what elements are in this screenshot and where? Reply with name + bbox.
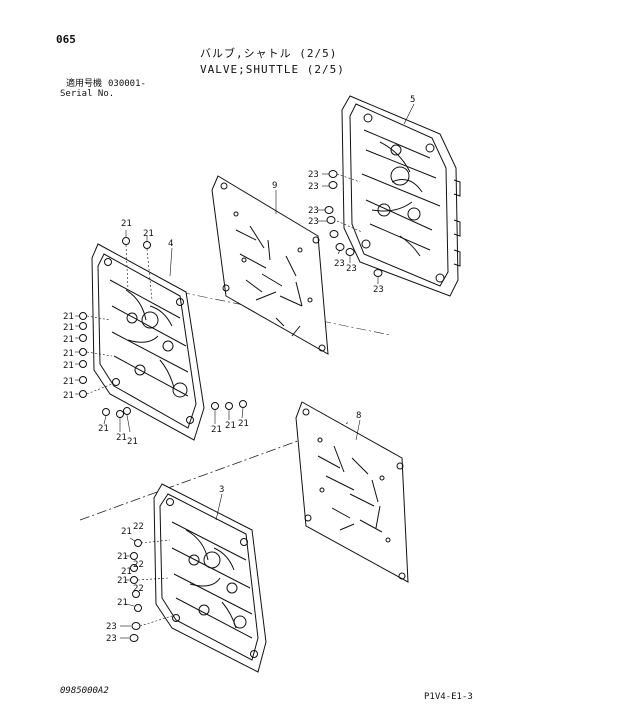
callout-21-side-f: 21 xyxy=(63,377,74,387)
callout-21-side-d: 21 xyxy=(63,349,74,359)
title-english: VALVE;SHUTTLE (2/5) xyxy=(200,63,345,76)
callout-22-lower-c: 22 xyxy=(133,584,144,594)
title-japanese: バルブ,シャトル (2/5) xyxy=(200,47,338,60)
sheet-code: P1V4-E1-3 xyxy=(424,692,473,702)
callout-part-9: 9 xyxy=(272,181,277,191)
part-21-leaders-middle xyxy=(75,230,244,433)
part-23-leaders-upper xyxy=(318,173,379,284)
callout-part-5: 5 xyxy=(410,95,415,105)
part-3-valve-body xyxy=(153,483,267,673)
callout-21-lower-a: 21 xyxy=(121,527,132,537)
callout-21-lower-c: 21 xyxy=(121,567,132,577)
callout-21-bottom-e: 21 xyxy=(225,421,236,431)
callout-21-top-b: 21 xyxy=(143,229,154,239)
callout-23-c: 23 xyxy=(308,206,319,216)
callout-23-f: 23 xyxy=(346,264,357,274)
callout-23-e: 23 xyxy=(334,259,345,269)
callout-21-bottom-f: 21 xyxy=(238,419,249,429)
page-number: 065 xyxy=(56,33,76,46)
applicable-serial: 030001- xyxy=(108,79,146,89)
part-4-valve-body xyxy=(91,243,205,441)
callout-23-b: 23 xyxy=(308,182,319,192)
callout-21-lower-d: 21 xyxy=(117,576,128,586)
part-leader-lines xyxy=(169,103,415,521)
callout-21-bottom-b: 21 xyxy=(116,433,127,443)
callout-21-side-g: 21 xyxy=(63,391,74,401)
callout-part-8: 8 xyxy=(356,411,361,421)
callout-21-side-a: 21 xyxy=(63,312,74,322)
callout-21-lower-e: 21 xyxy=(117,598,128,608)
callout-21-side-b: 21 xyxy=(63,323,74,333)
callout-21-bottom-d: 21 xyxy=(211,425,222,435)
callout-part-4: 4 xyxy=(168,239,173,249)
part-21-plugs-middle xyxy=(79,237,247,418)
callout-22-lower-a: 22 xyxy=(133,522,144,532)
callout-23-a: 23 xyxy=(308,170,319,180)
callout-23-lower-a: 23 xyxy=(106,622,117,632)
callout-21-bottom-a: 21 xyxy=(98,424,109,434)
callout-23-g: 23 xyxy=(373,285,384,295)
callout-21-lower-b: 21 xyxy=(117,552,128,562)
serial-label: Serial No. xyxy=(60,89,115,99)
callout-21-side-e: 21 xyxy=(63,361,74,371)
applicable-label: 適用号機 xyxy=(66,79,103,89)
part-lower-leaders xyxy=(120,537,173,639)
part-9-gasket-plate xyxy=(211,175,329,355)
callout-23-lower-b: 23 xyxy=(106,634,117,644)
part-8-gasket-plate xyxy=(295,401,409,583)
callout-22-lower-b: 22 xyxy=(133,560,144,570)
part-21-22-23-plugs-lower xyxy=(129,539,142,642)
part-5-valve-housing xyxy=(341,95,461,297)
document-code: 0985000A2 xyxy=(60,686,109,696)
callout-21-top-a: 21 xyxy=(121,219,132,229)
callout-part-3: 3 xyxy=(219,485,224,495)
callout-23-d: 23 xyxy=(308,217,319,227)
callout-21-bottom-c: 21 xyxy=(127,437,138,447)
callout-21-side-c: 21 xyxy=(63,335,74,345)
